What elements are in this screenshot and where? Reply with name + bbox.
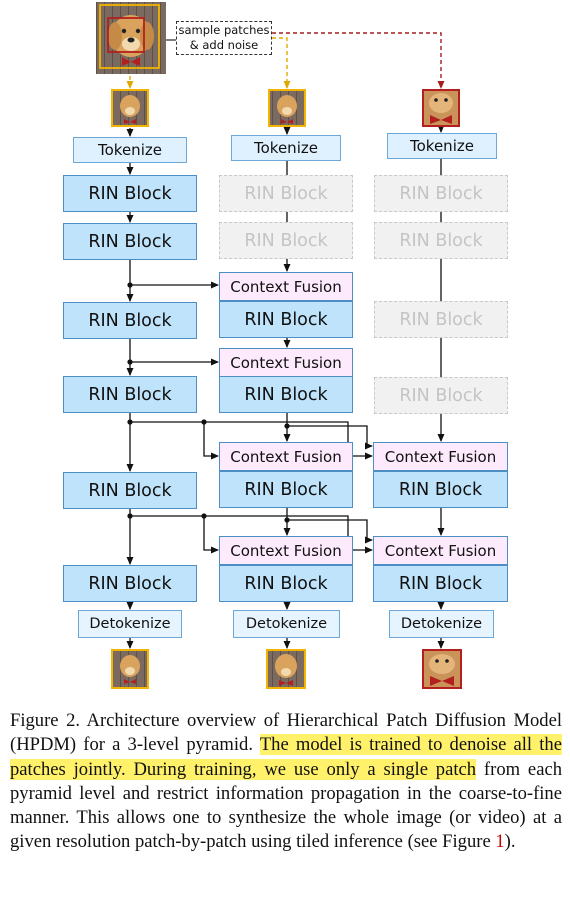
output-patch-fine xyxy=(422,649,462,689)
detokenize-box-level-2: Detokenize xyxy=(233,610,340,638)
inactive-rin-block-1-level-2: RIN Block xyxy=(219,175,353,212)
rin-block-3-level-2: RIN Block xyxy=(219,471,353,508)
output-patch-coarse xyxy=(111,649,149,689)
source-dog-image xyxy=(96,2,166,74)
rin-block-2-level-1: RIN Block xyxy=(63,223,197,260)
sample-patches-text: sample patches xyxy=(178,23,270,37)
inactive-rin-block-2-level-2: RIN Block xyxy=(219,222,353,259)
inactive-rin-block-4-level-3: RIN Block xyxy=(374,377,508,414)
rin-block-5-level-1: RIN Block xyxy=(63,472,197,509)
architecture-diagram: sample patches & add noise Tokenize RIN … xyxy=(63,2,508,689)
caption-text-middle: from each pyramid level and restrict inf… xyxy=(10,758,562,853)
tokenize-box-level-1: Tokenize xyxy=(73,137,187,163)
caption-text-suffix: ). xyxy=(504,831,516,853)
junction-dots xyxy=(127,282,290,523)
caption-text-prefix: Figure 2. Architecture overview of Hiera… xyxy=(10,710,562,756)
rin-block-1-level-2: RIN Block xyxy=(219,301,353,338)
context-fusion-2-level-3: Context Fusion xyxy=(373,536,508,565)
sample-patches-label: sample patches & add noise xyxy=(176,21,272,55)
context-fusion-2-level-2: Context Fusion xyxy=(219,348,353,377)
rin-block-6-level-1: RIN Block xyxy=(63,565,197,602)
add-noise-text: & add noise xyxy=(189,38,259,52)
rin-block-1-level-3: RIN Block xyxy=(373,471,508,508)
detokenize-box-level-3: Detokenize xyxy=(389,610,494,638)
rin-block-2-level-2: RIN Block xyxy=(219,376,353,413)
rin-block-4-level-1: RIN Block xyxy=(63,376,197,413)
inactive-rin-block-1-level-3: RIN Block xyxy=(374,175,508,212)
detokenize-box-level-1: Detokenize xyxy=(78,610,182,638)
input-patch-mid xyxy=(268,89,306,127)
figure-caption: Figure 2. Architecture overview of Hiera… xyxy=(10,709,562,855)
figure-reference-link[interactable]: 1 xyxy=(495,831,505,853)
fusion-arrows xyxy=(130,281,373,554)
inactive-rin-block-3-level-3: RIN Block xyxy=(374,301,508,338)
context-fusion-1-level-3: Context Fusion xyxy=(373,442,508,471)
tokenize-box-level-3: Tokenize xyxy=(387,133,497,159)
input-patch-coarse xyxy=(111,89,149,127)
rin-block-1-level-1: RIN Block xyxy=(63,175,197,212)
inactive-rin-block-2-level-3: RIN Block xyxy=(374,222,508,259)
rin-block-3-level-1: RIN Block xyxy=(63,302,197,339)
tokenize-box-level-2: Tokenize xyxy=(231,135,341,161)
rin-block-2-level-3: RIN Block xyxy=(373,565,508,602)
rin-block-4-level-2: RIN Block xyxy=(219,565,353,602)
context-fusion-3-level-2: Context Fusion xyxy=(219,442,353,471)
output-patch-mid xyxy=(266,649,306,689)
context-fusion-4-level-2: Context Fusion xyxy=(219,536,353,565)
context-fusion-1-level-2: Context Fusion xyxy=(219,272,353,301)
input-patch-fine xyxy=(422,89,460,127)
